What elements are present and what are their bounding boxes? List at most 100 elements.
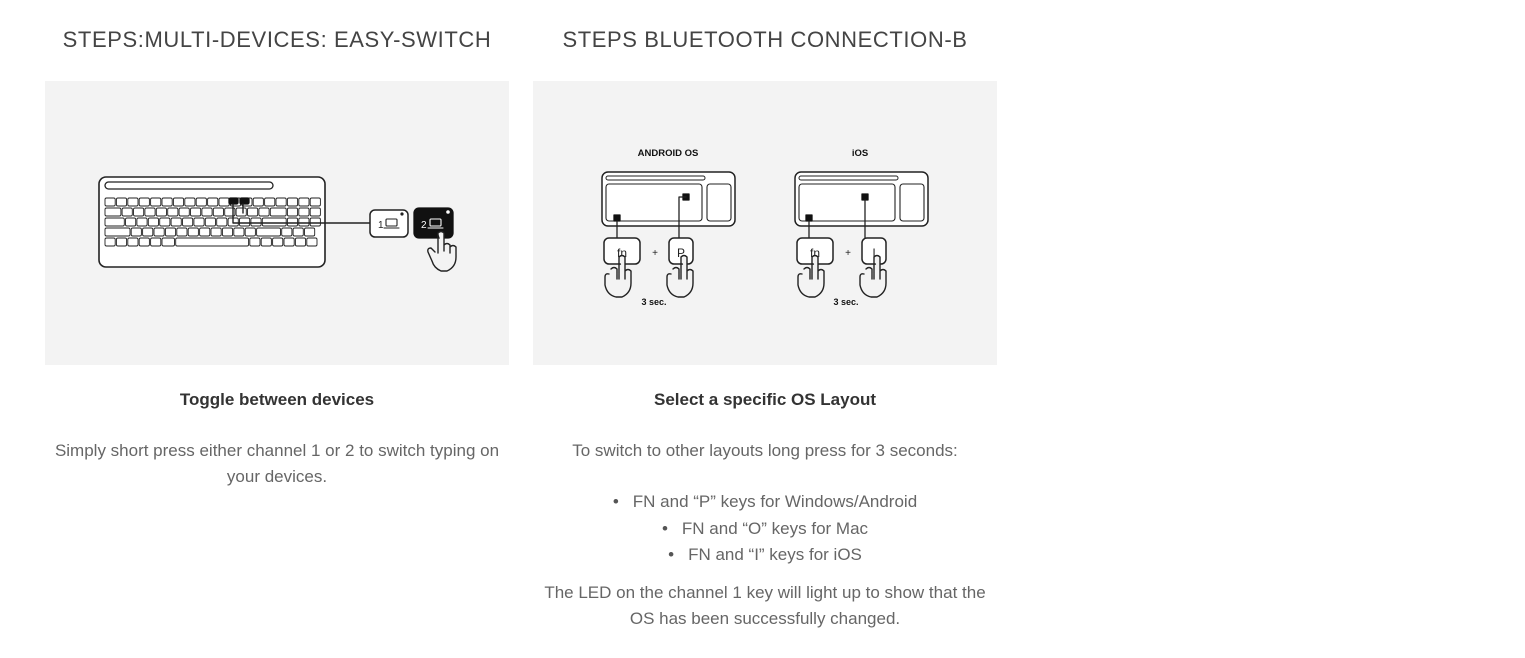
keyboard-key xyxy=(286,217,299,227)
keyboard-key xyxy=(304,227,316,237)
keyboard-key xyxy=(264,197,276,207)
keyboard-key xyxy=(292,227,304,237)
keyboard-key xyxy=(212,207,224,217)
keyboard-key xyxy=(187,227,199,237)
keyboard-key xyxy=(150,197,162,207)
ios-fn-key: fn xyxy=(810,246,820,260)
easy-switch-description: Simply short press either channel 1 or 2… xyxy=(54,441,500,486)
keyboard-key xyxy=(298,207,310,217)
keyboard-key xyxy=(104,227,131,237)
pointing-hand-icon xyxy=(604,254,632,298)
keyboard-key xyxy=(176,227,188,237)
keyboard-key xyxy=(175,237,250,247)
keyboard-key xyxy=(294,237,307,247)
keyboard-key xyxy=(309,217,321,227)
os-layout-bullet-list: • FN and “P” keys for Windows/Android • FN… xyxy=(533,489,997,569)
keyboard-key xyxy=(104,217,125,227)
easy-switch-illustration: 1 2 xyxy=(45,81,509,365)
ios-group: iOS fn + I xyxy=(794,148,929,307)
list-item: • FN and “O” keys for Mac xyxy=(533,516,997,543)
keyboard-icon xyxy=(601,171,736,227)
keyboard-key xyxy=(281,227,293,237)
keyboard-key xyxy=(172,197,185,207)
keyboard-key xyxy=(136,217,148,227)
keyboard-key xyxy=(218,197,230,207)
os-layout-intro: To switch to other layouts long press fo… xyxy=(572,441,958,460)
keyboard-key xyxy=(309,197,321,207)
keyboard-key xyxy=(201,207,213,217)
keyboard-key xyxy=(250,217,262,227)
bullet-dot: • xyxy=(661,518,668,538)
channel-1-key-icon: 1 xyxy=(369,209,409,238)
keyboard-key xyxy=(239,217,251,227)
keyboard-key xyxy=(309,207,321,217)
easy-switch-title: Toggle between devices xyxy=(179,390,375,409)
os-layout-title: Select a specific OS Layout xyxy=(653,390,877,409)
keyboard-key xyxy=(210,227,222,237)
keyboard-key xyxy=(204,217,216,227)
keyboard-key xyxy=(150,237,162,247)
keyboard-key xyxy=(142,227,154,237)
keyboard-key xyxy=(121,207,133,217)
keyboard-key xyxy=(249,237,261,247)
channel-1-label: 1 xyxy=(378,220,384,231)
pointing-hand-icon xyxy=(859,254,887,298)
keyboard-key xyxy=(182,217,194,227)
channel-2-key-icon: 2 xyxy=(413,207,454,239)
list-item: • FN and “P” keys for Windows/Android xyxy=(533,489,997,516)
easy-switch-heading: STEPS:MULTI-DEVICES: EASY-SWITCH xyxy=(62,27,492,52)
keyboard-key xyxy=(138,237,150,247)
keyboard-key xyxy=(138,197,150,207)
keyboard-key xyxy=(104,237,116,247)
pointing-hand-icon xyxy=(666,254,694,298)
keyboard-key xyxy=(147,217,159,227)
keyboard-key xyxy=(153,227,165,237)
keyboard-key xyxy=(272,237,284,247)
android-fn-key: fn xyxy=(617,246,627,260)
bullet-text: FN and “O” keys for Mac xyxy=(681,518,869,538)
keyboard-key xyxy=(144,207,156,217)
android-duration: 3 sec. xyxy=(641,297,666,307)
keyboard-key xyxy=(127,197,139,207)
keyboard-key xyxy=(167,207,179,217)
keyboard-key xyxy=(184,197,196,207)
os-layout-outro: The LED on the channel 1 key will light … xyxy=(544,583,986,628)
bullet-text: FN and “I” keys for iOS xyxy=(688,545,862,564)
keyboard-key xyxy=(193,217,205,227)
channel-2-label: 2 xyxy=(421,220,427,231)
keyboard-key xyxy=(235,207,247,217)
keyboard-key xyxy=(170,217,182,227)
keyboard-key xyxy=(159,217,171,227)
ios-plus: + xyxy=(845,248,851,259)
pointing-hand-icon xyxy=(797,254,825,298)
keyboard-key xyxy=(306,237,318,247)
bluetooth-heading: STEPS BLUETOOTH CONNECTION-B xyxy=(562,27,968,52)
android-plus: + xyxy=(652,248,658,259)
keyboard-key xyxy=(298,217,310,227)
list-item: • FN and “I” keys for iOS xyxy=(533,542,997,569)
keyboard-icon xyxy=(98,176,326,268)
ios-label: iOS xyxy=(852,148,868,159)
keyboard-key xyxy=(155,207,167,217)
keyboard-key xyxy=(244,227,256,237)
keyboard-key xyxy=(258,207,270,217)
bullet-text: FN and “P” keys for Windows/Android xyxy=(632,492,918,511)
keyboard-key xyxy=(286,197,299,207)
keyboard-key xyxy=(115,237,128,247)
keyboard-key xyxy=(269,207,287,217)
bullet-dot: • xyxy=(612,492,619,511)
keyboard-key xyxy=(164,227,177,237)
keyboard-key xyxy=(115,197,128,207)
android-os-group: ANDROID OS fn + P xyxy=(601,148,736,307)
keyboard-key xyxy=(256,227,281,237)
keyboard-key xyxy=(252,197,264,207)
keyboard-key xyxy=(199,227,211,237)
bullet-dot: • xyxy=(668,545,675,564)
keyboard-key xyxy=(221,227,234,237)
ios-i-key: I xyxy=(872,246,875,260)
keyboard-key xyxy=(190,207,202,217)
keyboard-key xyxy=(247,207,259,217)
keyboard-key xyxy=(127,237,139,247)
os-layout-illustration: ANDROID OS fn + P xyxy=(533,81,997,365)
keyboard-key xyxy=(260,237,272,247)
